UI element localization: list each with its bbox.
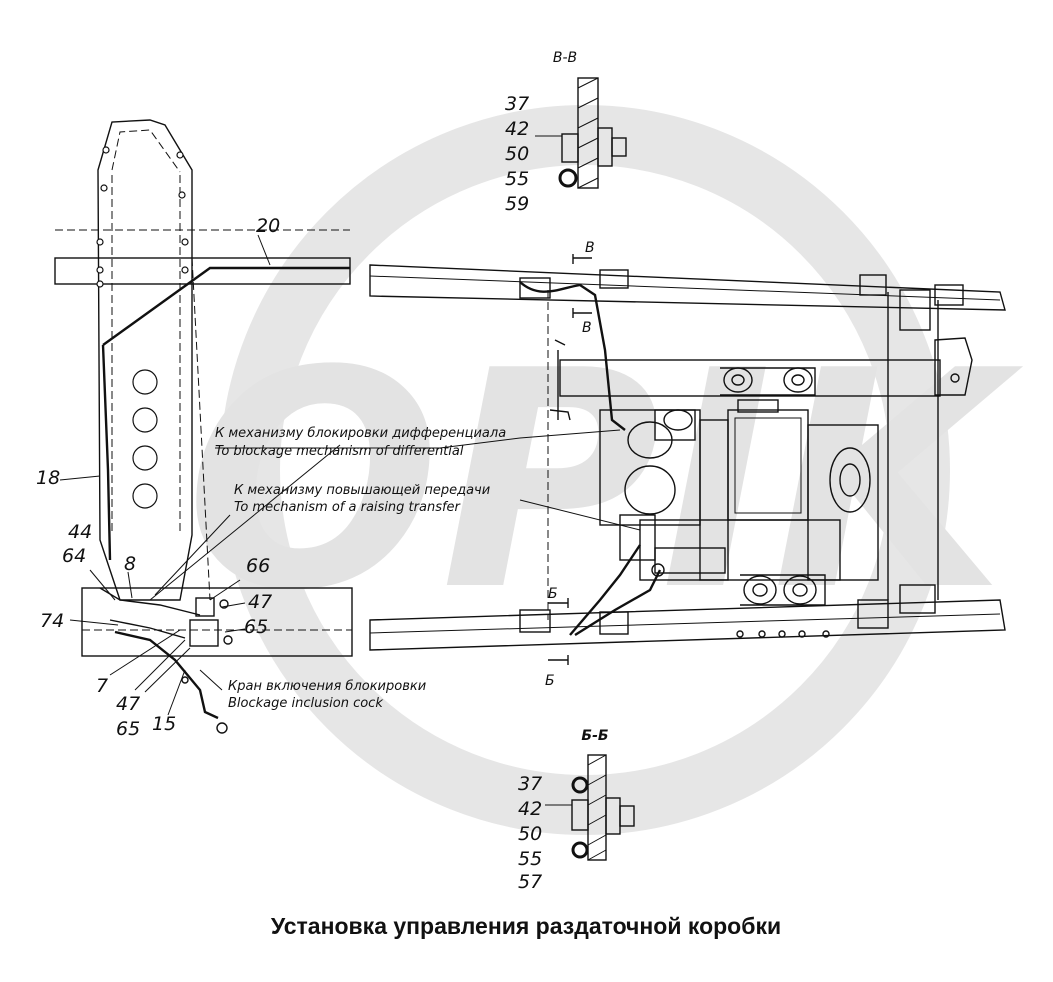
part-vv-37: 37 bbox=[505, 93, 529, 115]
cross-member bbox=[559, 359, 941, 397]
callout-15: 15 bbox=[152, 713, 176, 735]
callout-18: 18 bbox=[36, 467, 60, 489]
part-vv-50: 50 bbox=[505, 143, 529, 165]
note-transfer-en: To mechanism of a raising transfer bbox=[234, 500, 462, 515]
blockage-cock bbox=[189, 619, 219, 647]
part-bb-57: 57 bbox=[518, 871, 542, 893]
drawing-title: Установка управления раздаточной коробки bbox=[271, 913, 781, 939]
callout-20: 20 bbox=[256, 215, 280, 237]
callout-74: 74 bbox=[40, 610, 64, 632]
note-cock-ru: Кран включения блокировки bbox=[228, 679, 426, 694]
lightening-hole bbox=[132, 369, 158, 395]
lower-frame-rail bbox=[81, 587, 353, 657]
section-vv-label: В-В bbox=[553, 50, 577, 66]
crossbar bbox=[54, 257, 351, 285]
hose-to-differential bbox=[519, 281, 626, 431]
part-vv-59: 59 bbox=[505, 193, 529, 215]
callout-47-top: 47 bbox=[248, 591, 272, 613]
part-vv-55: 55 bbox=[505, 168, 529, 190]
watermark-gear bbox=[220, 105, 950, 835]
section-marks: В В Б Б bbox=[545, 240, 595, 689]
callout-65-top: 65 bbox=[244, 616, 268, 638]
note-differential-en: To blockage mechanism of differential bbox=[215, 444, 464, 459]
part-vv-42: 42 bbox=[505, 118, 529, 140]
mark-b-top: Б bbox=[548, 586, 558, 602]
callout-7: 7 bbox=[96, 675, 108, 697]
lower-side-rail bbox=[369, 599, 1006, 651]
control-wire-18 bbox=[101, 344, 112, 561]
upper-side-rail bbox=[369, 264, 1006, 311]
control-wire-20 bbox=[102, 266, 350, 346]
section-vv-detail: В-В 37 42 50 55 59 bbox=[505, 50, 627, 215]
transfer-case bbox=[599, 399, 879, 606]
transfer-case-rear bbox=[807, 424, 879, 581]
callout-44: 44 bbox=[68, 521, 92, 543]
note-differential-ru: К механизму блокировки дифференциала bbox=[215, 426, 506, 441]
callout-65-bottom: 65 bbox=[116, 718, 140, 740]
callout-64: 64 bbox=[62, 545, 86, 567]
section-bb-label: Б-Б bbox=[581, 728, 608, 744]
callout-8: 8 bbox=[124, 553, 136, 575]
note-cock-en: Blockage inclusion cock bbox=[228, 696, 383, 711]
part-bb-50: 50 bbox=[518, 823, 542, 845]
part-bb-42: 42 bbox=[518, 798, 542, 820]
chassis-frame bbox=[369, 264, 1006, 651]
side-bracket bbox=[54, 119, 353, 734]
bracket-outline bbox=[97, 119, 193, 601]
callout-47-bottom: 47 bbox=[116, 693, 140, 715]
hose-to-raising bbox=[569, 544, 641, 636]
mark-v-top: В bbox=[585, 240, 595, 256]
note-transfer-ru: К механизму повышающей передачи bbox=[234, 483, 490, 498]
part-bb-55: 55 bbox=[518, 848, 542, 870]
mark-b-bottom: Б bbox=[545, 673, 555, 689]
mark-v-bottom: В bbox=[582, 320, 592, 336]
part-bb-37: 37 bbox=[518, 773, 542, 795]
callout-66: 66 bbox=[246, 555, 270, 577]
section-bb-detail: Б-Б 37 42 50 55 57 bbox=[518, 728, 635, 893]
